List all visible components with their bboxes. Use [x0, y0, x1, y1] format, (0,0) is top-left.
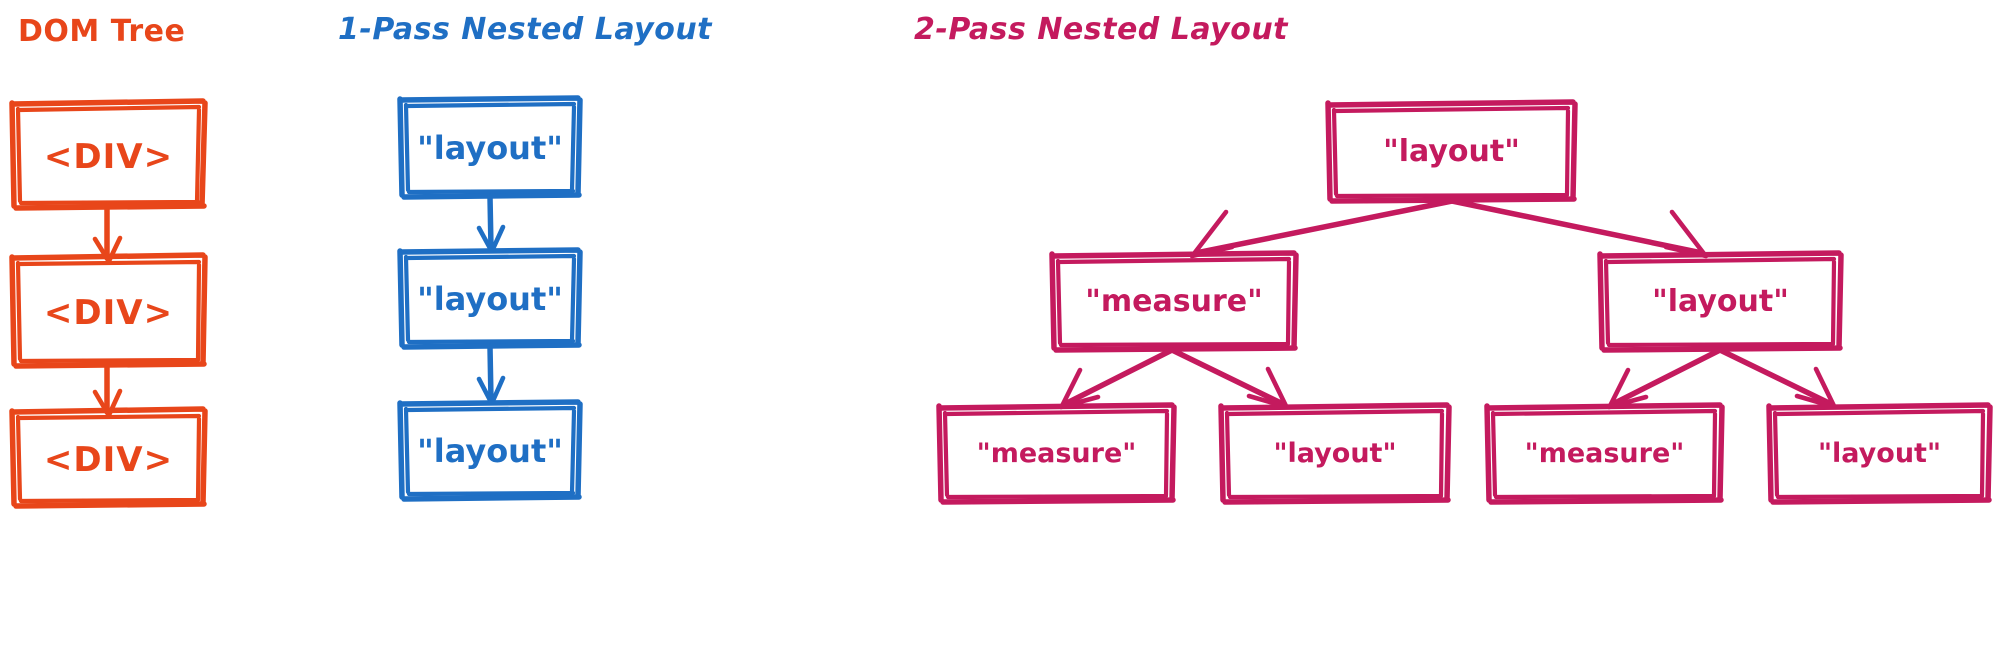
node-label: "measure"	[976, 438, 1137, 469]
node-label: "layout"	[1817, 438, 1942, 469]
node-label: "layout"	[1273, 438, 1397, 469]
column-title-two-pass: 2-Pass Nested Layout	[914, 12, 1289, 47]
twopass-edge-right-rr	[1717, 347, 1838, 410]
onepass-box-2	[397, 247, 583, 350]
onepass-box-3	[397, 399, 583, 502]
onepass-box-1	[397, 95, 583, 200]
node-twopass-leaf-4[interactable]: "layout"	[1769, 405, 1990, 502]
twopass-box-right	[1597, 250, 1844, 353]
node-label: "layout"	[1383, 133, 1520, 169]
column-title-one-pass: 1-Pass Nested Layout	[338, 12, 713, 47]
dom-tree-box-3	[9, 406, 208, 509]
dom-tree-box-2	[9, 252, 208, 369]
twopass-box-root	[1325, 99, 1578, 204]
twopass-edge-root-left	[1189, 198, 1455, 259]
node-label: "layout"	[417, 279, 563, 318]
node-twopass-left[interactable]: "measure"	[1052, 253, 1296, 350]
node-dom-3[interactable]: <DIV>	[12, 409, 205, 506]
node-label: "layout"	[1652, 283, 1789, 319]
node-onepass-2[interactable]: "layout"	[400, 250, 580, 347]
node-twopass-root[interactable]: "layout"	[1328, 102, 1575, 201]
onepass-arrow-2-3	[476, 344, 506, 406]
node-label: "layout"	[417, 128, 563, 167]
twopass-edge-right-rl	[1606, 347, 1723, 410]
node-label: <DIV>	[43, 292, 174, 333]
node-twopass-leaf-1[interactable]: "measure"	[939, 405, 1174, 502]
twopass-box-lr	[1218, 402, 1452, 505]
twopass-box-rl	[1484, 402, 1725, 505]
node-dom-1[interactable]: <DIV>	[12, 101, 205, 208]
twopass-box-ll	[936, 402, 1177, 505]
twopass-edge-left-lr	[1169, 347, 1290, 410]
twopass-edge-left-ll	[1058, 347, 1175, 410]
column-title-dom-tree: DOM Tree	[18, 14, 186, 49]
node-onepass-1[interactable]: "layout"	[400, 98, 580, 197]
node-label: <DIV>	[43, 136, 174, 177]
node-twopass-leaf-2[interactable]: "layout"	[1221, 405, 1449, 502]
node-onepass-3[interactable]: "layout"	[400, 402, 580, 499]
dom-tree-box-1	[9, 98, 208, 211]
node-label: <DIV>	[43, 439, 174, 480]
node-twopass-leaf-3[interactable]: "measure"	[1487, 405, 1722, 502]
twopass-edge-root-right	[1449, 198, 1709, 259]
twopass-box-rr	[1766, 402, 1993, 505]
dom-arrow-1-2	[92, 205, 123, 264]
node-dom-2[interactable]: <DIV>	[12, 255, 205, 366]
node-label: "measure"	[1524, 438, 1685, 469]
onepass-arrow-1-2	[476, 194, 506, 254]
twopass-box-left	[1049, 250, 1299, 353]
node-label: "measure"	[1085, 283, 1263, 319]
node-label: "layout"	[417, 431, 563, 470]
node-twopass-right[interactable]: "layout"	[1600, 253, 1841, 350]
